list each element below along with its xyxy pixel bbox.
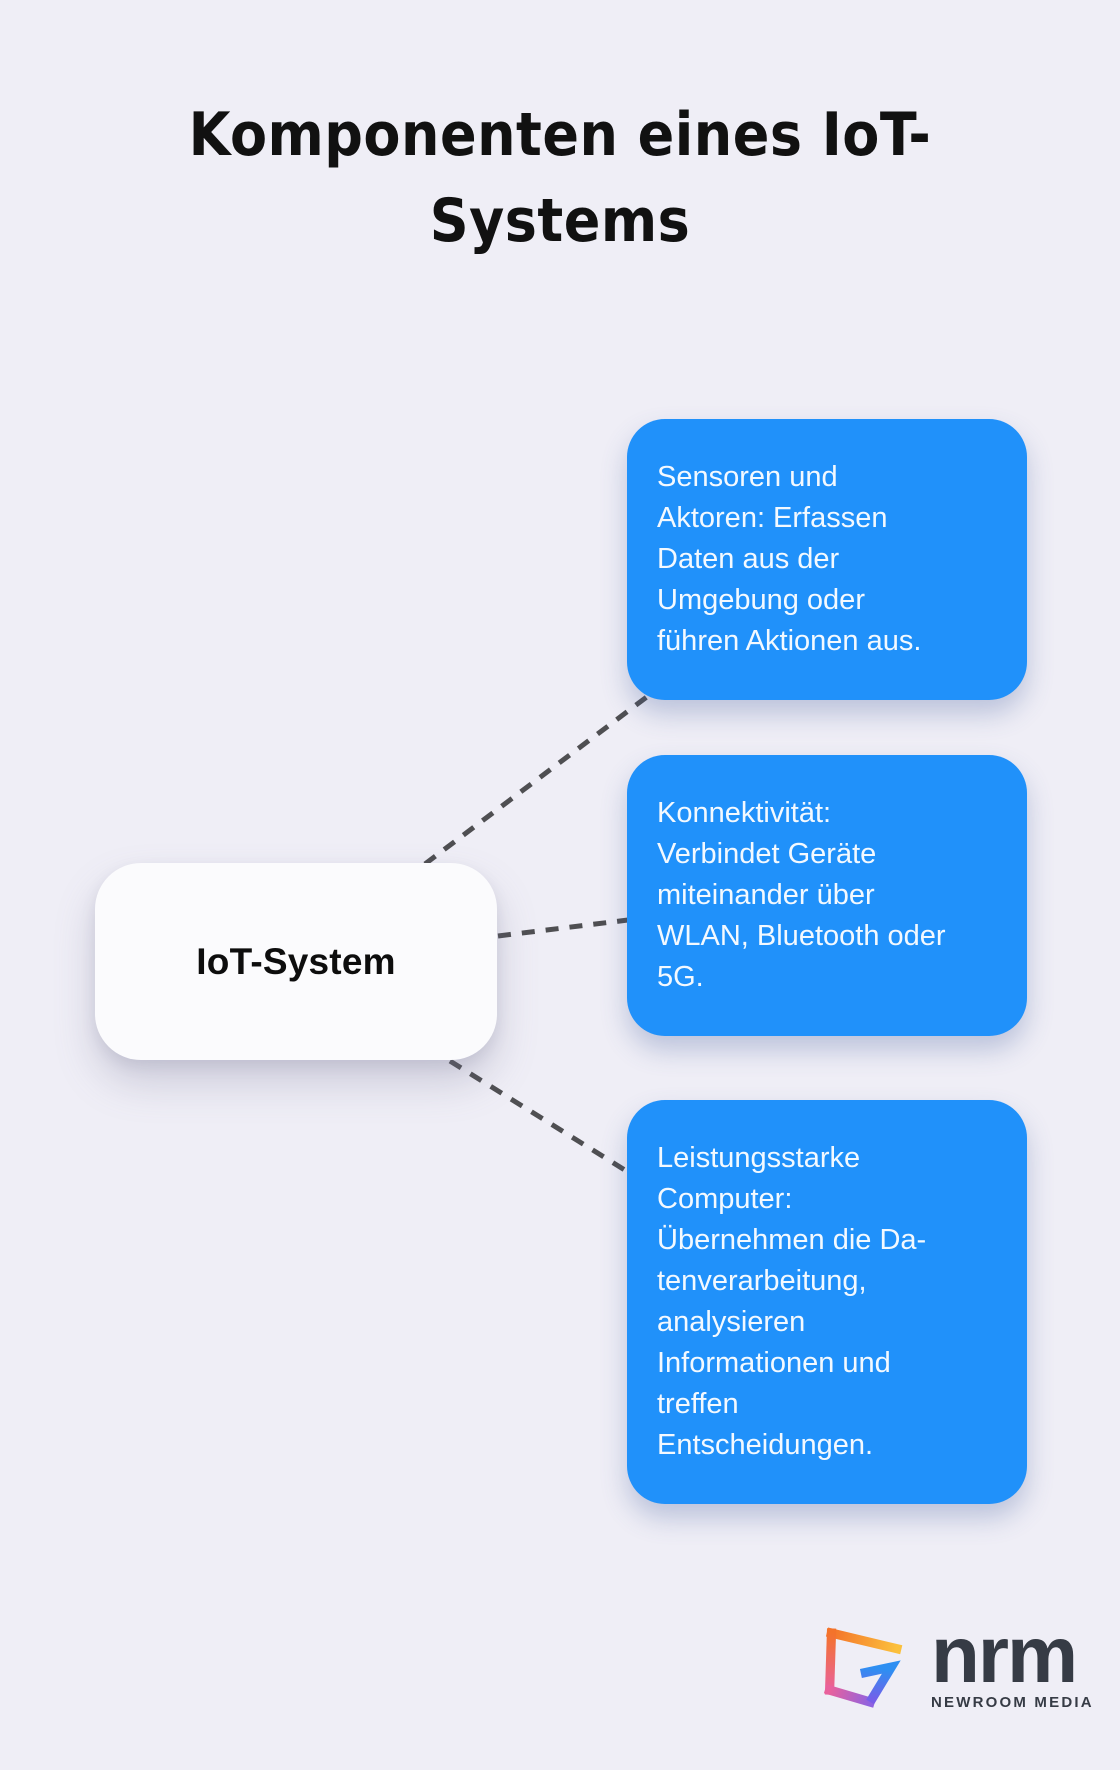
newroom-media-logo: nrm NEWROOM MEDIA	[818, 1610, 1094, 1714]
root-node-label: IoT-System	[196, 940, 396, 982]
branch-text: Sensoren und Aktoren: Erfassen Daten aus…	[657, 461, 922, 657]
logo-text-block: nrm NEWROOM MEDIA	[931, 1610, 1094, 1711]
connector-line-middle	[497, 917, 629, 939]
branch-box-connectivity: Konnektivität: Verbindet Geräte miteinan…	[627, 755, 1027, 1036]
logo-subtitle-text: NEWROOM MEDIA	[931, 1693, 1094, 1711]
connector-line-top	[423, 694, 650, 866]
page-title: Komponenten eines IoT- Systems	[188, 100, 932, 256]
logo-brand-text: nrm	[931, 1610, 1078, 1700]
branch-box-sensors-actuators: Sensoren und Aktoren: Erfassen Daten aus…	[627, 419, 1027, 700]
branch-text: Leistungsstarke Computer: Übernehmen die…	[657, 1142, 927, 1461]
newroom-media-logo-icon	[823, 1627, 903, 1708]
connector-line-bottom	[448, 1058, 630, 1175]
branch-text: Konnektivität: Verbindet Geräte miteinan…	[657, 797, 946, 993]
branch-box-computers: Leistungsstarke Computer: Übernehmen die…	[627, 1100, 1027, 1504]
root-node-iot-system: IoT-System	[95, 863, 497, 1060]
